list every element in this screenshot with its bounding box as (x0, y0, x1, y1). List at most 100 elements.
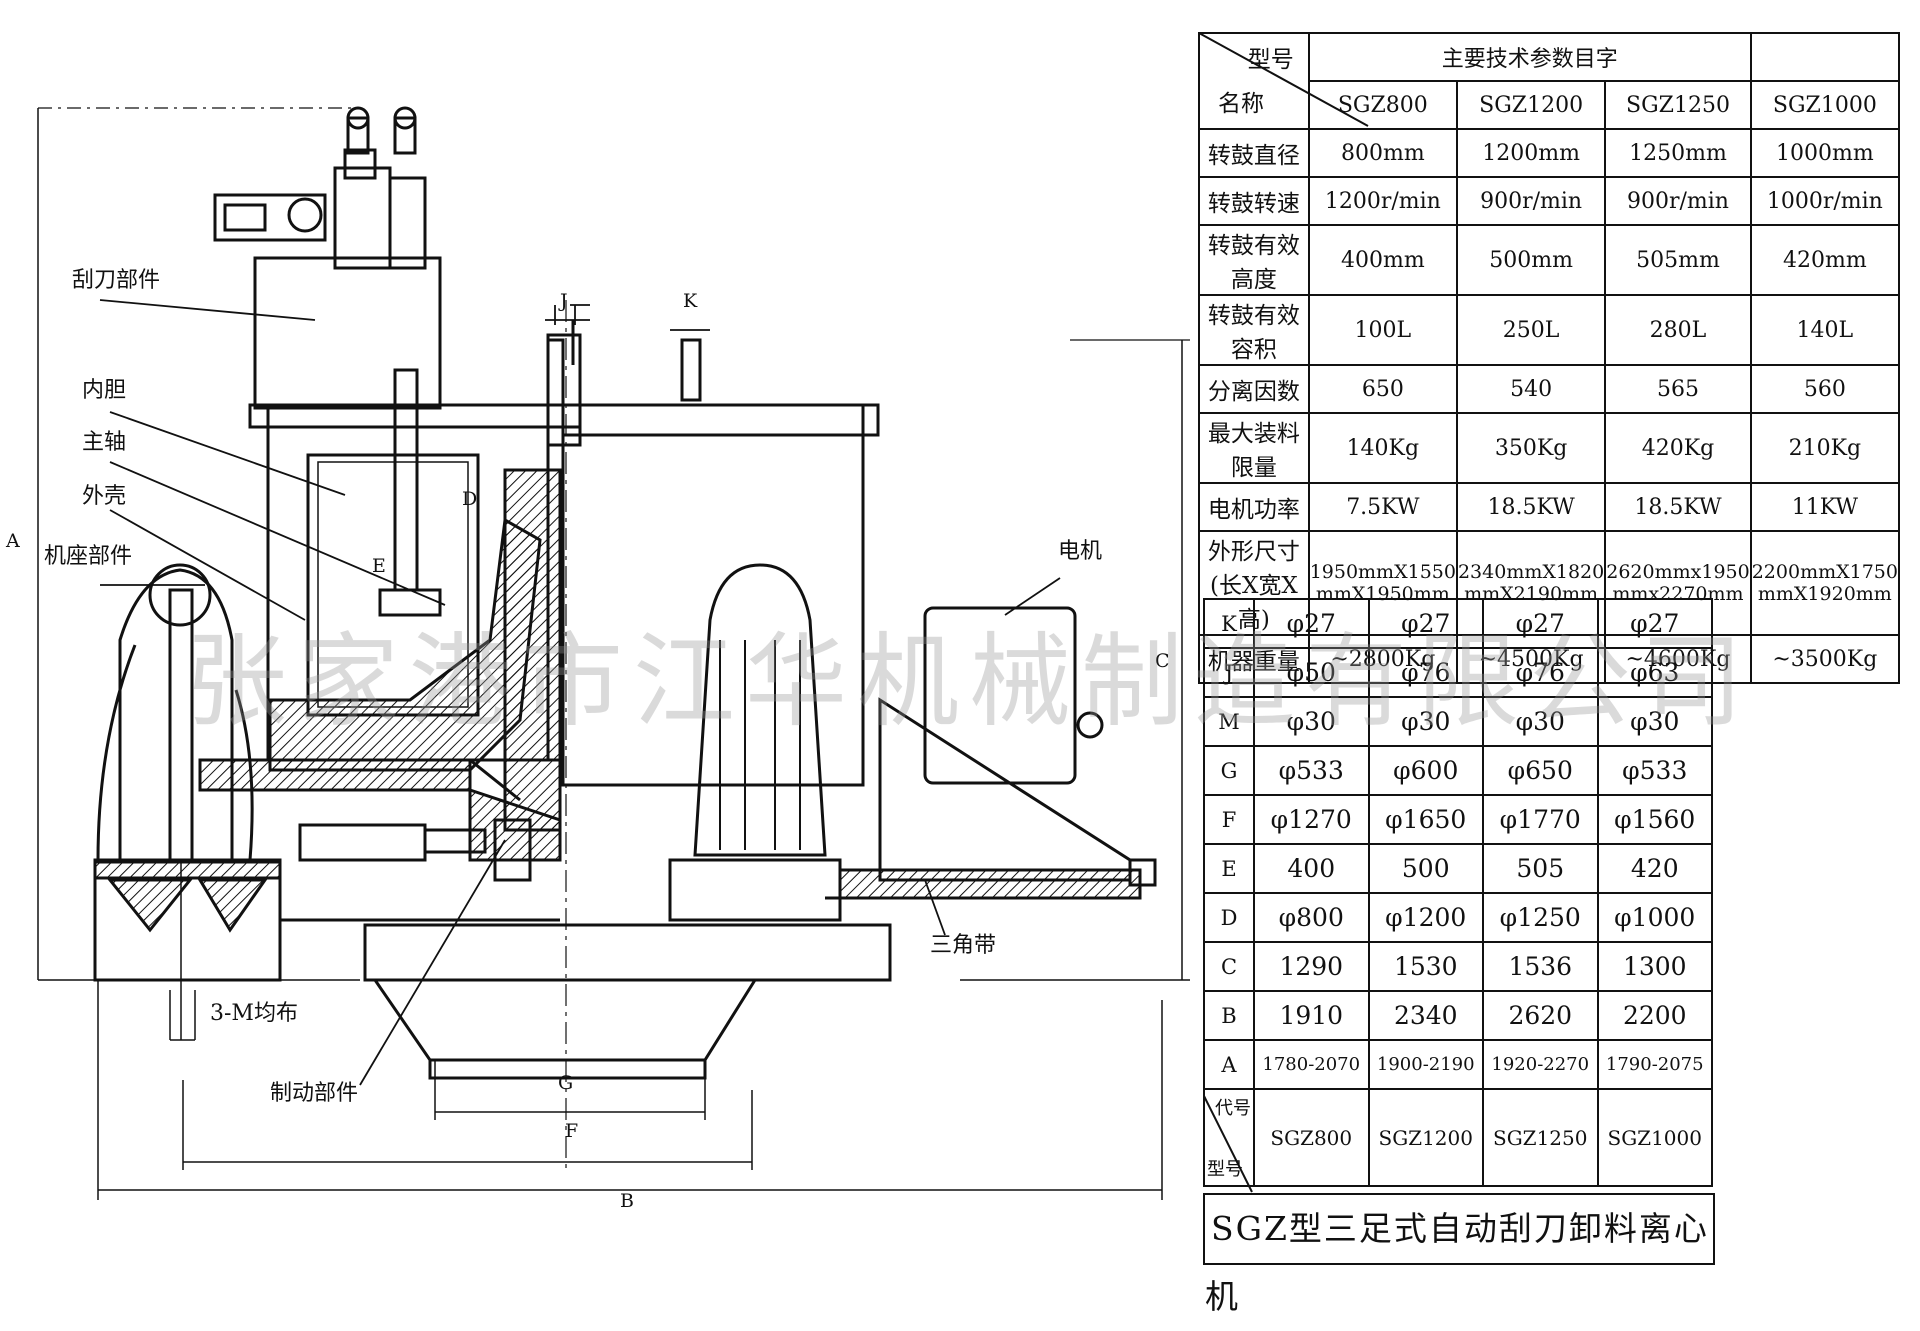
dim-cell: φ1770 (1482, 794, 1599, 845)
dim-K: K (683, 290, 698, 312)
dim-footer-model: SGZ800 (1253, 1088, 1370, 1187)
spec-group-header: 主要技术参数目字 (1307, 32, 1752, 82)
dim-cell: 1300 (1596, 941, 1713, 992)
spec-cell: 140L (1749, 294, 1901, 366)
dim-cell: 1530 (1367, 941, 1484, 992)
dim-cell: φ76 (1367, 647, 1484, 698)
dim-row: A 1780-2070 1900-2190 1920-2270 1790-207… (1203, 1039, 1713, 1090)
label-inner-drum: 内胆 (82, 378, 127, 403)
spec-row: 分离因数 650 540 565 560 (1198, 364, 1901, 414)
dim-C: C (1155, 650, 1170, 672)
dim-row: K φ27 φ27 φ27 φ27 (1203, 598, 1713, 649)
label-outer-shell: 外壳 (82, 484, 127, 509)
dim-row: M φ30 φ30 φ30 φ30 (1203, 696, 1713, 747)
spec-cell: 420mm (1749, 224, 1901, 296)
spec-model: SGZ1250 (1604, 80, 1752, 130)
spec-cell-line1: 1950mmX1550 (1309, 561, 1456, 583)
dim-J: J (560, 290, 568, 312)
dim-cell: 420 (1596, 843, 1713, 894)
spec-row-name: 转鼓转速 (1198, 176, 1310, 226)
spec-cell: 1250mm (1604, 128, 1752, 178)
dim-cell: φ27 (1253, 598, 1370, 649)
dim-cell: 1780-2070 (1253, 1039, 1370, 1090)
dim-code: G (1203, 745, 1255, 796)
label-main-shaft: 主轴 (82, 430, 127, 455)
dim-cell: φ533 (1596, 745, 1713, 796)
dim-code: F (1203, 794, 1255, 845)
spec-table: 型号 名称 主要技术参数目字 SGZ800 SGZ1200 SGZ1250 SG… (1198, 32, 1901, 684)
dim-footer-model: SGZ1000 (1596, 1088, 1713, 1187)
spec-cell: 400mm (1307, 224, 1458, 296)
dim-cell: φ76 (1482, 647, 1599, 698)
label-motor: 电机 (1058, 539, 1103, 564)
machine-outline (37, 106, 1190, 1200)
spec-cell: ~3500Kg (1749, 634, 1901, 684)
label-brake: 制动部件 (270, 1081, 359, 1106)
spec-row: 转鼓直径 800mm 1200mm 1250mm 1000mm (1198, 128, 1901, 178)
spec-cell-line2: mmX1920mm (1757, 583, 1892, 605)
dim-cell: φ1000 (1596, 892, 1713, 943)
dim-cell: φ63 (1596, 647, 1713, 698)
centrifuge-drawing (37, 32, 1369, 1200)
spec-cell: 280L (1604, 294, 1752, 366)
spec-cell: 18.5KW (1604, 482, 1752, 532)
spec-group-empty (1749, 32, 1901, 82)
dim-row: C 1290 1530 1536 1300 (1203, 941, 1713, 992)
spec-cell: 100L (1307, 294, 1458, 366)
dim-footer-corner-top: 代号 (1215, 1098, 1251, 1119)
dim-D: D (462, 488, 478, 510)
dim-code: A (1203, 1039, 1255, 1090)
spec-cell: 18.5KW (1455, 482, 1607, 532)
spec-model: SGZ1200 (1455, 80, 1607, 130)
dim-code: D (1203, 892, 1255, 943)
dim-cell: 1900-2190 (1367, 1039, 1484, 1090)
dim-cell: 500 (1367, 843, 1484, 894)
spec-cell: 420Kg (1604, 412, 1752, 484)
dim-cell: φ1270 (1253, 794, 1370, 845)
label-scraper: 刮刀部件 (72, 268, 161, 293)
leader-lines (99, 299, 1061, 1086)
dim-footer-corner-bottom: 型号 (1207, 1159, 1243, 1180)
spec-corner-bottom: 名称 (1218, 91, 1264, 117)
dim-A: A (6, 530, 20, 552)
dim-cell: 2200 (1596, 990, 1713, 1041)
spec-cell: 1200r/min (1307, 176, 1458, 226)
dim-cell: φ30 (1596, 696, 1713, 747)
dim-cell: φ27 (1367, 598, 1484, 649)
dim-footer-row: 代号 型号 SGZ800 SGZ1200 SGZ1250 SGZ1000 (1203, 1088, 1713, 1187)
dim-cell: φ30 (1253, 696, 1370, 747)
dim-cell: φ1200 (1367, 892, 1484, 943)
dim-cell: 2340 (1367, 990, 1484, 1041)
spec-row: 转鼓有效容积 100L 250L 280L 140L (1198, 294, 1901, 366)
dim-cell: 1290 (1253, 941, 1370, 992)
dim-code: B (1203, 990, 1255, 1041)
label-belt: 三角带 (930, 933, 997, 958)
spec-row-name: 最大装料限量 (1198, 412, 1310, 484)
dim-row: J φ50 φ76 φ76 φ63 (1203, 647, 1713, 698)
spec-cell: 1200mm (1455, 128, 1607, 178)
spec-row: 转鼓转速 1200r/min 900r/min 900r/min 1000r/m… (1198, 176, 1901, 226)
dim-cell: φ1650 (1367, 794, 1484, 845)
spec-cell: 210Kg (1749, 412, 1901, 484)
spec-row-name: 电机功率 (1198, 482, 1310, 532)
dim-F: F (565, 1120, 579, 1142)
spec-cell: 565 (1604, 364, 1752, 414)
dim-row: E 400 500 505 420 (1203, 843, 1713, 894)
spec-cell: 505mm (1604, 224, 1752, 296)
dim-cell: φ650 (1482, 745, 1599, 796)
dimension-table: K φ27 φ27 φ27 φ27 J φ50 φ76 φ76 φ63 M φ3… (1203, 598, 1713, 1187)
spec-model: SGZ800 (1307, 80, 1458, 130)
watermark: 张家港市江华机械制造有限公司 (185, 623, 1753, 742)
dim-cell: φ30 (1482, 696, 1599, 747)
spec-row-name: 转鼓直径 (1198, 128, 1310, 178)
spec-row-name: 转鼓有效容积 (1198, 294, 1310, 366)
spec-cell: 250L (1455, 294, 1607, 366)
spec-cell: 140Kg (1307, 412, 1458, 484)
spec-cell-line1: 2620mmx1950 (1606, 561, 1750, 583)
dim-cell: φ600 (1367, 745, 1484, 796)
spec-row-name: 转鼓有效高度 (1198, 224, 1310, 296)
spec-row: 最大装料限量 140Kg 350Kg 420Kg 210Kg (1198, 412, 1901, 484)
dim-cell: 400 (1253, 843, 1370, 894)
spec-model: SGZ1000 (1749, 80, 1901, 130)
